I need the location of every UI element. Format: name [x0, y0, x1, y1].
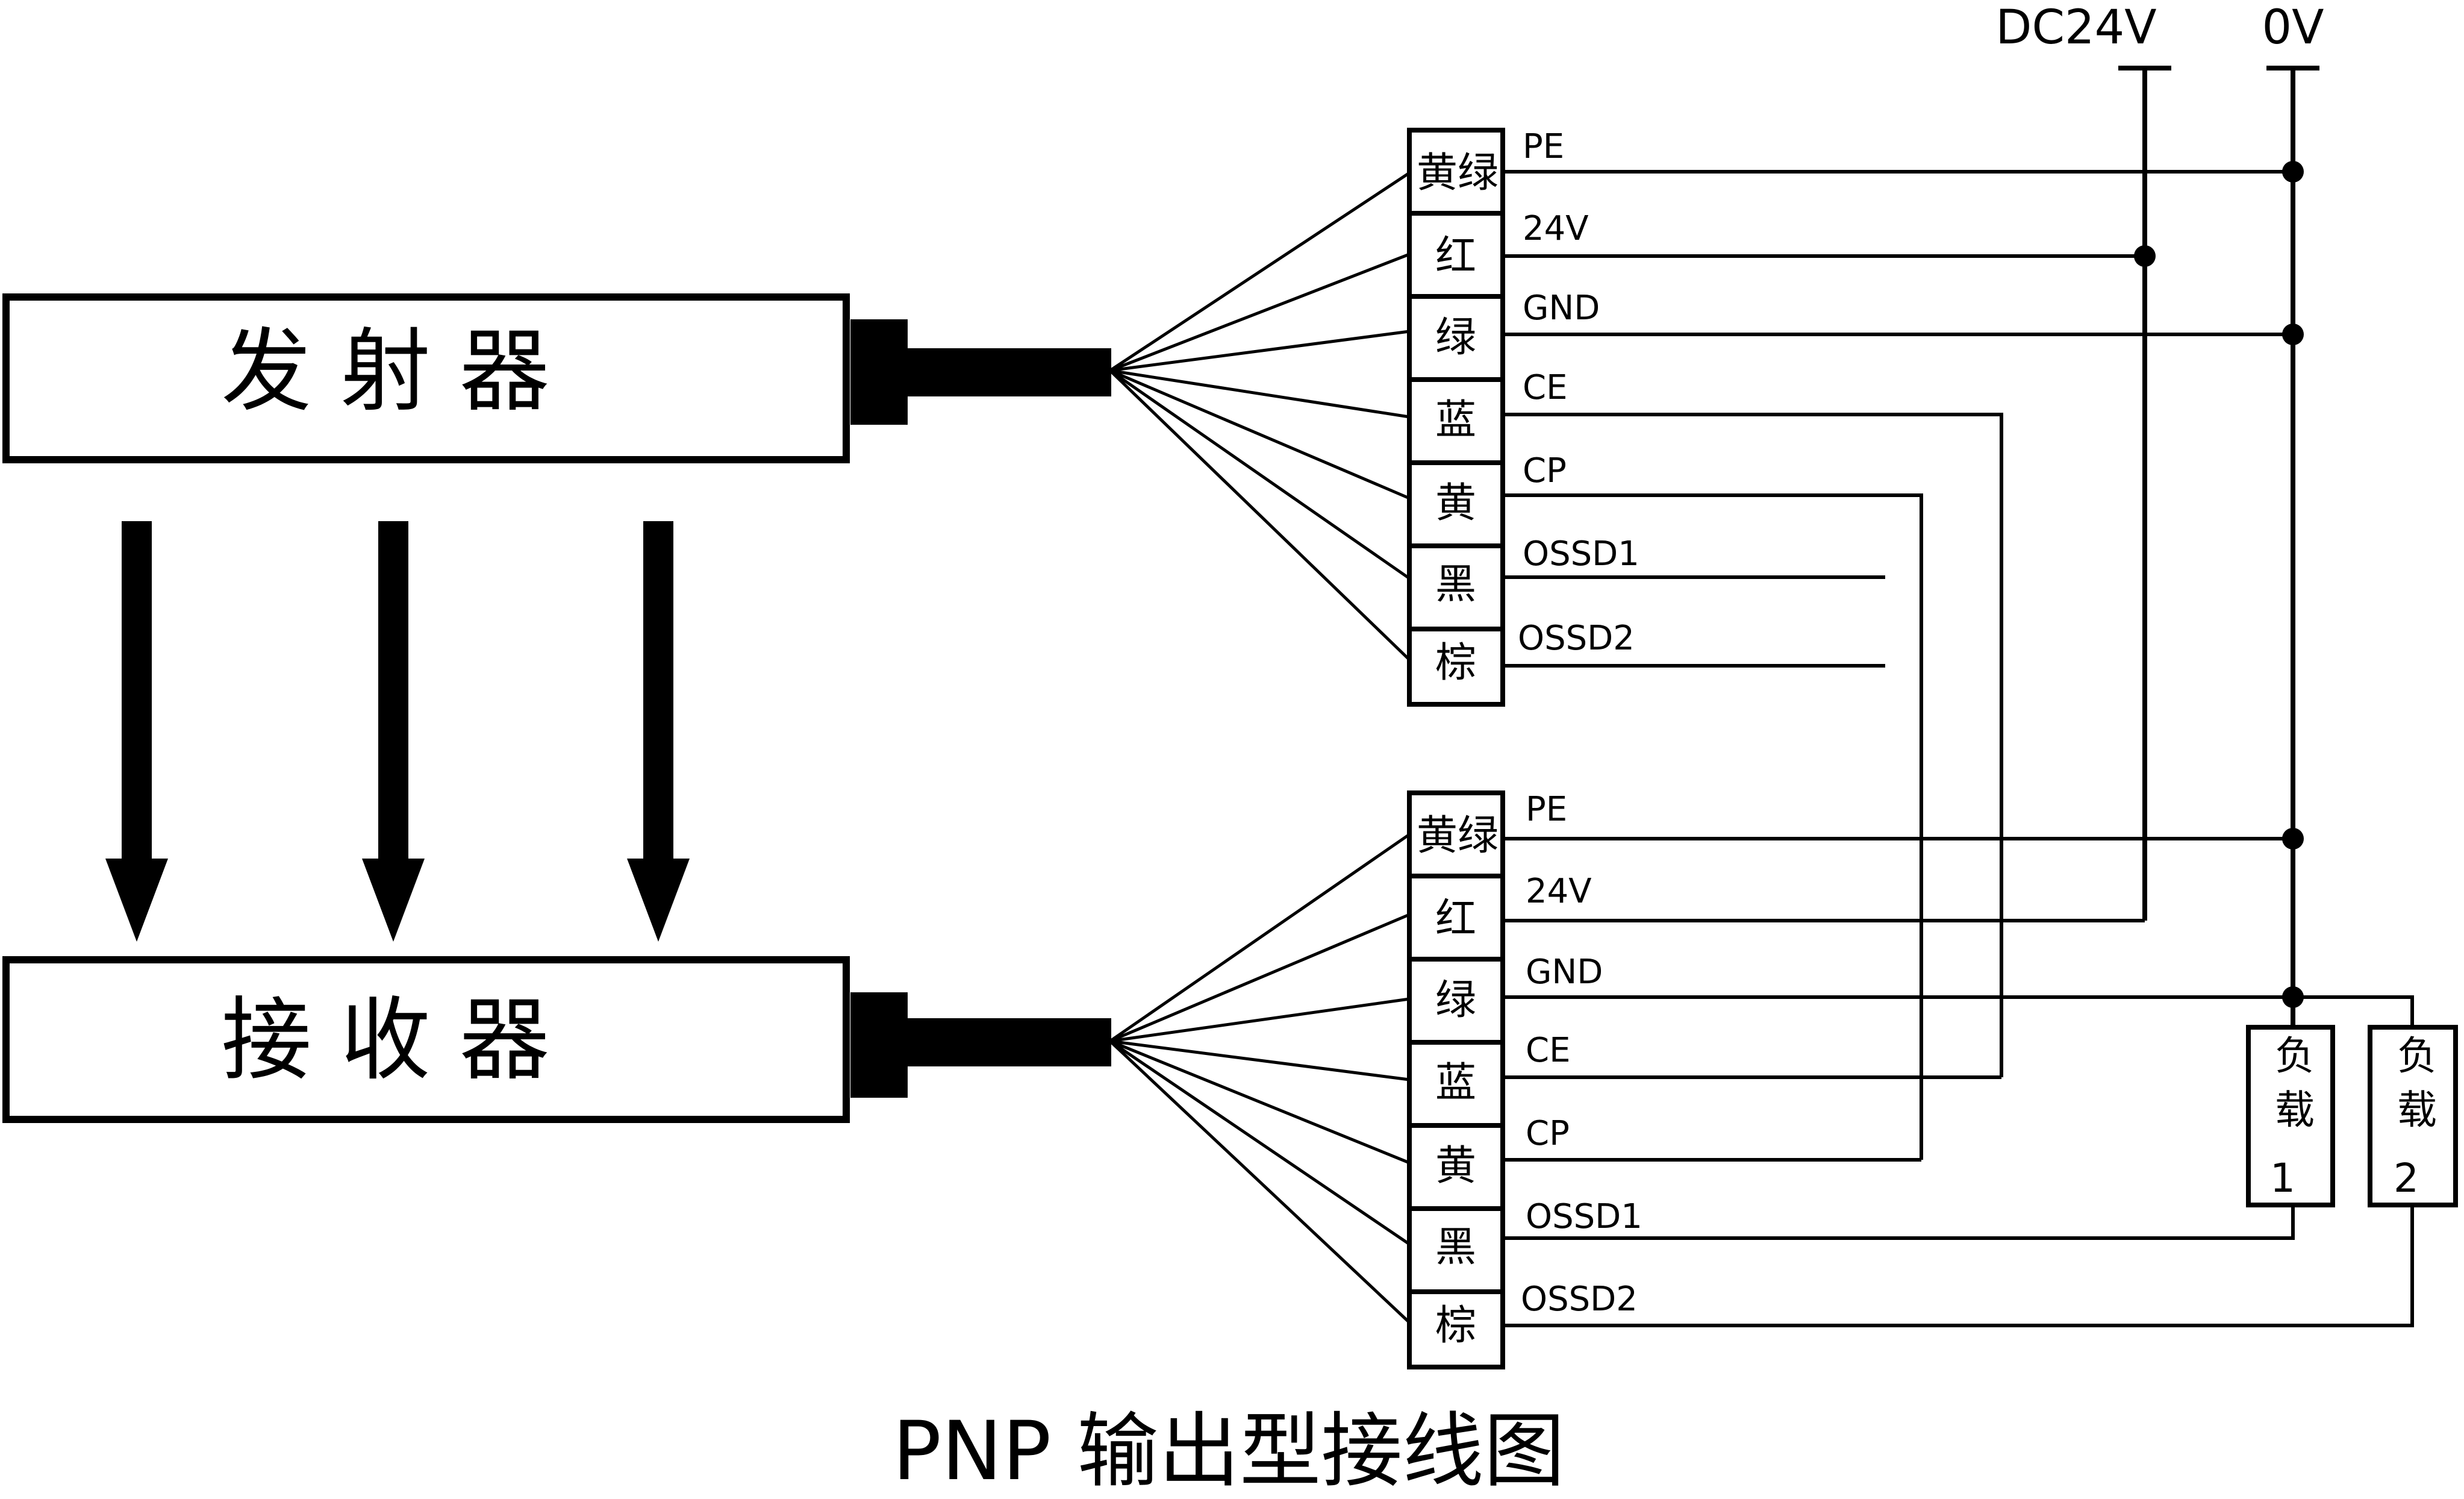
receiver-signal-label: GND — [1526, 953, 1603, 992]
receiver-terminal-cell — [1407, 1040, 1505, 1128]
emitter-wire-color: 棕 — [1435, 639, 1476, 687]
supply-rails: DC24V 0V — [1995, 1, 2324, 1027]
emitter-wire-color: 黄 — [1435, 480, 1476, 527]
receiver-wiring — [1503, 837, 2414, 1327]
emitter-signal-label: 24V — [1523, 209, 1589, 248]
emitter-fan-out — [1109, 171, 1411, 661]
emitter-wire-color: 蓝 — [1435, 396, 1476, 444]
receiver-wire-color: 棕 — [1435, 1302, 1476, 1350]
load-2-label: 负 — [2397, 1033, 2437, 1079]
junction-dot — [2282, 161, 2304, 183]
emitter-terminal-block: 黄绿 红 绿 蓝 黄 黑 棕 PE 24V GND CE CP OSSD1 OS… — [1407, 127, 1639, 707]
emitter-box — [2, 293, 850, 463]
loads: 负 载 1 负 载 2 — [2246, 1025, 2458, 1207]
load-2-label: 载 — [2397, 1087, 2437, 1133]
beam-arrow-icon — [105, 521, 168, 942]
receiver-cable-collar — [850, 992, 908, 1098]
emitter-terminal-cell — [1407, 460, 1505, 548]
load-1-label: 1 — [2270, 1155, 2295, 1201]
junction-dots — [2134, 161, 2304, 1008]
load-1-label: 负 — [2275, 1033, 2315, 1079]
receiver-terminal-cell — [1407, 1206, 1505, 1294]
receiver-signal-label: OSSD2 — [1521, 1280, 1638, 1319]
receiver-label: 接 收 器 — [221, 988, 549, 1093]
receiver-cable — [906, 1018, 1111, 1066]
receiver-box — [2, 956, 850, 1123]
receiver-signal-label: 24V — [1526, 872, 1592, 911]
emitter-unit: 发 射 器 — [2, 293, 1111, 463]
receiver-unit: 接 收 器 — [2, 956, 1111, 1123]
receiver-ossd2-wire — [1503, 1205, 2414, 1327]
receiver-terminal-cell — [1407, 1123, 1505, 1211]
receiver-wire-color: 蓝 — [1435, 1059, 1476, 1107]
dc24v-label: DC24V — [1995, 1, 2156, 55]
receiver-gnd-wire — [1503, 995, 2414, 1027]
receiver-fan-out — [1109, 833, 1411, 1324]
emitter-wiring — [1503, 170, 2293, 1160]
emitter-wire-color: 绿 — [1435, 314, 1476, 361]
beam-arrow-icon — [627, 521, 690, 942]
emitter-terminal-cell — [1407, 627, 1505, 707]
emitter-signal-label: OSSD2 — [1518, 619, 1635, 658]
receiver-signal-label: CP — [1526, 1114, 1570, 1153]
junction-dot — [2282, 828, 2304, 850]
receiver-terminal-cell — [1407, 1289, 1505, 1369]
beam-arrow-icon — [362, 521, 425, 942]
receiver-terminal-block: 黄绿 红 绿 蓝 黄 黑 棕 PE 24V GND CE CP OSSD1 OS… — [1407, 790, 1642, 1369]
receiver-ossd1-wire — [1503, 1205, 2295, 1240]
junction-dot — [2134, 245, 2156, 267]
receiver-terminal-cell — [1407, 790, 1505, 878]
emitter-cp-wire — [1503, 493, 1923, 1160]
receiver-wire-color: 黑 — [1435, 1224, 1476, 1271]
emitter-label: 发 射 器 — [221, 319, 549, 424]
junction-dot — [2282, 324, 2304, 345]
emitter-ce-wire — [1503, 413, 2003, 1077]
load-2-label: 2 — [2394, 1155, 2419, 1201]
load-2-box — [2368, 1025, 2458, 1207]
emitter-wire-color: 黄绿 — [1417, 149, 1499, 197]
emitter-signal-label: CE — [1523, 368, 1567, 407]
receiver-signal-label: CE — [1526, 1031, 1570, 1070]
receiver-wire-color: 红 — [1435, 895, 1476, 943]
receiver-signal-label: PE — [1526, 790, 1567, 829]
receiver-signal-label: OSSD1 — [1526, 1197, 1642, 1236]
emitter-terminal-cell — [1407, 543, 1505, 631]
emitter-signal-label: OSSD1 — [1523, 534, 1639, 574]
emitter-cable-collar — [850, 319, 908, 425]
emitter-signal-label: CP — [1523, 451, 1567, 490]
emitter-signal-label: GND — [1523, 289, 1600, 328]
emitter-terminal-cell — [1407, 377, 1505, 465]
emitter-signal-label: PE — [1523, 127, 1564, 166]
light-beam-arrows — [105, 521, 690, 942]
ov-label: 0V — [2262, 1, 2324, 55]
receiver-wire-color: 黄绿 — [1417, 812, 1499, 860]
emitter-cable — [906, 348, 1111, 396]
load-1-box — [2246, 1025, 2335, 1207]
load-1-label: 载 — [2275, 1087, 2315, 1133]
receiver-wire-color: 绿 — [1435, 977, 1476, 1024]
emitter-wire-color: 黑 — [1435, 561, 1476, 609]
junction-dot — [2282, 986, 2304, 1008]
emitter-wire-color: 红 — [1435, 233, 1476, 280]
receiver-wire-color: 黄 — [1435, 1142, 1476, 1190]
diagram-title: PNP 输出型接线图 — [893, 1404, 1565, 1498]
